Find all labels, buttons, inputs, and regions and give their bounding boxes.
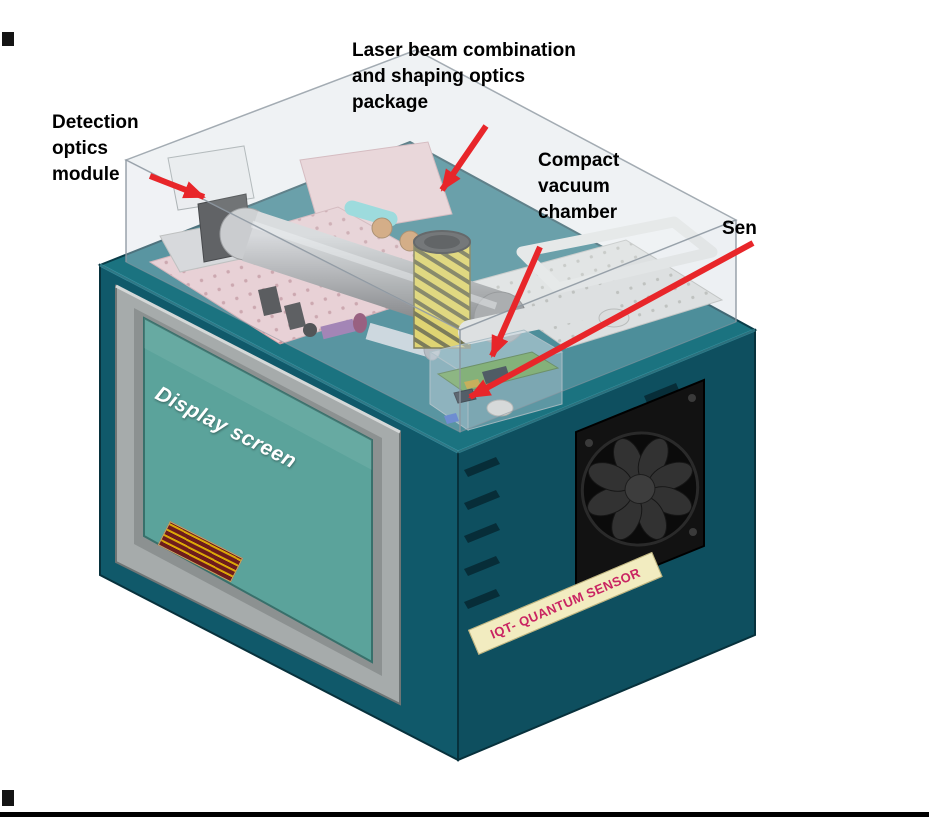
frame-highlight [115, 284, 401, 434]
arrow-sensor-head [468, 240, 755, 400]
crop-mark [2, 32, 14, 46]
annotation-line: Detection [52, 112, 139, 133]
cooling-fan [575, 378, 705, 600]
annotation-line: module [52, 164, 120, 185]
fan-hub [624, 474, 656, 504]
arrow-detection-module [148, 173, 206, 200]
vent-slot [464, 523, 500, 543]
fan-screw [689, 528, 697, 536]
enclosure-front-right-rim [457, 328, 756, 454]
enclosure-front-left-rim [99, 263, 459, 454]
vent-slot [464, 490, 500, 510]
annotation-line: Laser beam combination [352, 40, 576, 61]
arrow-vacuum-chamber [489, 245, 543, 358]
screen-sheen [144, 318, 372, 470]
coil-bore [424, 235, 460, 249]
annotation-sensor-head: Sen [722, 216, 757, 242]
annotation-line: package [352, 92, 429, 113]
fan-screw [688, 394, 696, 402]
page-edge-line [0, 812, 929, 817]
display-screen [143, 316, 373, 664]
optic-post [303, 323, 317, 337]
cyan-optic-cylinder [344, 200, 398, 227]
white-frame-bracket [516, 216, 718, 294]
vacuum-port-tube [458, 291, 618, 344]
annotation-arrows [148, 124, 755, 400]
annotation-line: vacuum [538, 176, 610, 197]
blue-component [444, 413, 459, 424]
maroon-ring [353, 313, 367, 333]
annotation-line: Sen [722, 218, 757, 239]
fan-rotor [580, 431, 700, 547]
vent-slot [464, 457, 500, 477]
annotation-line: chamber [538, 202, 618, 223]
annotation-laser-optics-package: Laser beam combination and shaping optic… [352, 38, 576, 116]
vent-slot [464, 589, 500, 609]
crop-mark [2, 790, 14, 806]
purple-lens-tube [320, 318, 356, 340]
arrow-laser-optics [439, 124, 489, 192]
fan-screw [585, 439, 593, 447]
vent-slot [464, 556, 500, 576]
optics-assembly [148, 141, 724, 431]
annotation-compact-vacuum-chamber: Compact vacuum chamber [538, 148, 619, 226]
annotation-line: Compact [538, 150, 620, 171]
annotation-line: and shaping optics [352, 66, 526, 87]
annotation-line: optics [52, 138, 108, 159]
optic-mount [258, 286, 282, 316]
optic-mount [284, 302, 306, 330]
copper-mount [371, 217, 393, 239]
annotation-detection-optics-module: Detection optics module [52, 110, 139, 188]
vent-slot [644, 383, 679, 403]
display-panel [115, 284, 401, 706]
